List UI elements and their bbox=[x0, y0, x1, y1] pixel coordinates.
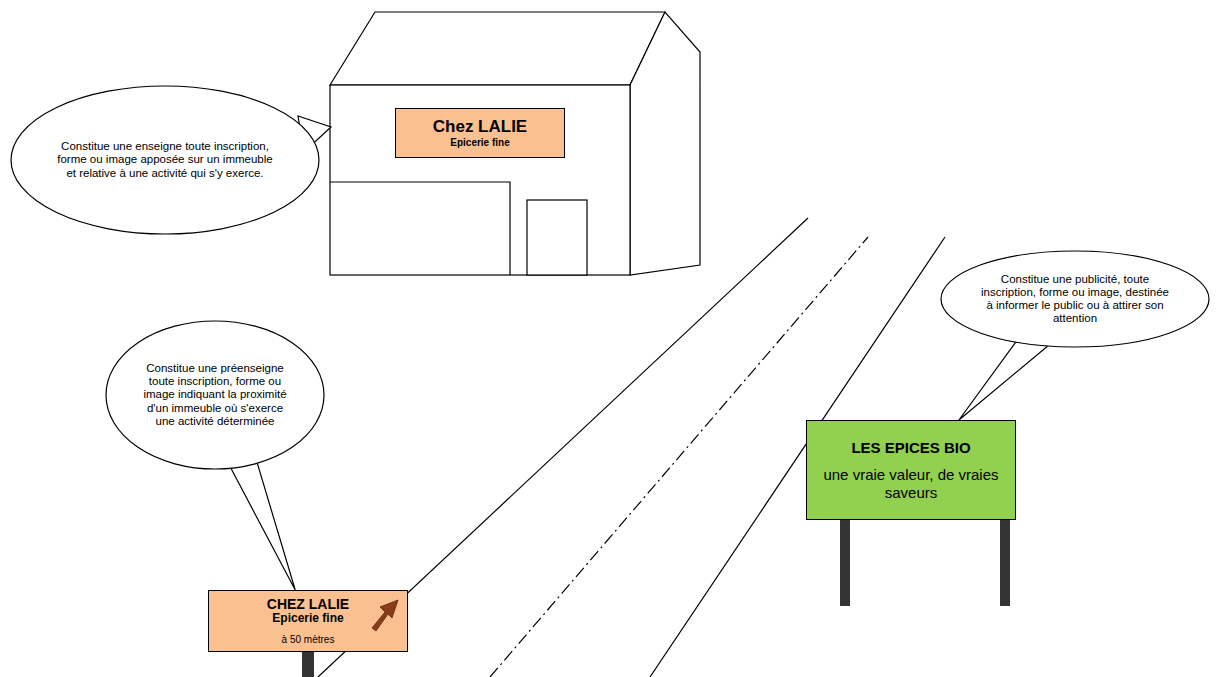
definition-text: Constitue une enseigne toute inscription… bbox=[57, 140, 274, 180]
bubble-tail bbox=[959, 341, 1048, 420]
billboard: LES EPICES BIO une vraie valeur, de vraie… bbox=[806, 420, 1016, 520]
text-group: Constitue une enseigne toute inscription… bbox=[57, 140, 274, 180]
house-facade bbox=[330, 85, 630, 275]
text-group: LES EPICES BIO une vraie valeur, de vraie… bbox=[813, 439, 1009, 501]
house-side-wall bbox=[630, 12, 700, 275]
definition-bubble: Constitue une enseigne toute inscription… bbox=[10, 85, 320, 235]
bubble-outline bbox=[11, 86, 319, 234]
sign-post bbox=[840, 518, 850, 606]
shop-window bbox=[330, 182, 510, 275]
shop-type: Epicerie fine bbox=[402, 137, 558, 149]
direction-arrow bbox=[372, 600, 398, 631]
shop-sign: Chez LALIEEpicerie fine bbox=[395, 108, 565, 158]
text-group: CHEZ LALIEEpicerie fine à 50 mètres bbox=[215, 596, 401, 645]
definition-text: Constitue une préenseigne toute inscript… bbox=[138, 362, 292, 428]
distance-note: à 50 mètres bbox=[215, 634, 401, 646]
bubble-outline bbox=[941, 251, 1209, 347]
shop-door bbox=[527, 200, 587, 275]
definition-text: Constitue une publicité, toute inscripti… bbox=[981, 273, 1170, 326]
sign-post bbox=[1000, 518, 1010, 606]
definition-bubble: Constitue une publicité, toute inscripti… bbox=[940, 250, 1210, 348]
definition-bubble: Constitue une préenseigne toute inscript… bbox=[105, 320, 325, 470]
shop-name: CHEZ LALIE bbox=[215, 596, 401, 612]
bubble-outline bbox=[106, 321, 324, 469]
direction-sign: CHEZ LALIEEpicerie fine à 50 mètres bbox=[208, 590, 408, 652]
ad-slogan: une vraie valeur, de vraies saveurs bbox=[813, 466, 1009, 501]
bubble-tail bbox=[230, 462, 295, 590]
ad-heading: LES EPICES BIO bbox=[813, 439, 1009, 456]
text-group: Constitue une publicité, toute inscripti… bbox=[981, 273, 1170, 326]
house-roof bbox=[330, 12, 665, 85]
sign-post bbox=[302, 650, 314, 677]
shop-name: Chez LALIE bbox=[402, 117, 558, 137]
shop-type: Epicerie fine bbox=[215, 612, 401, 626]
text-group: Chez LALIEEpicerie fine bbox=[402, 117, 558, 148]
text-group: Constitue une préenseigne toute inscript… bbox=[138, 362, 292, 428]
